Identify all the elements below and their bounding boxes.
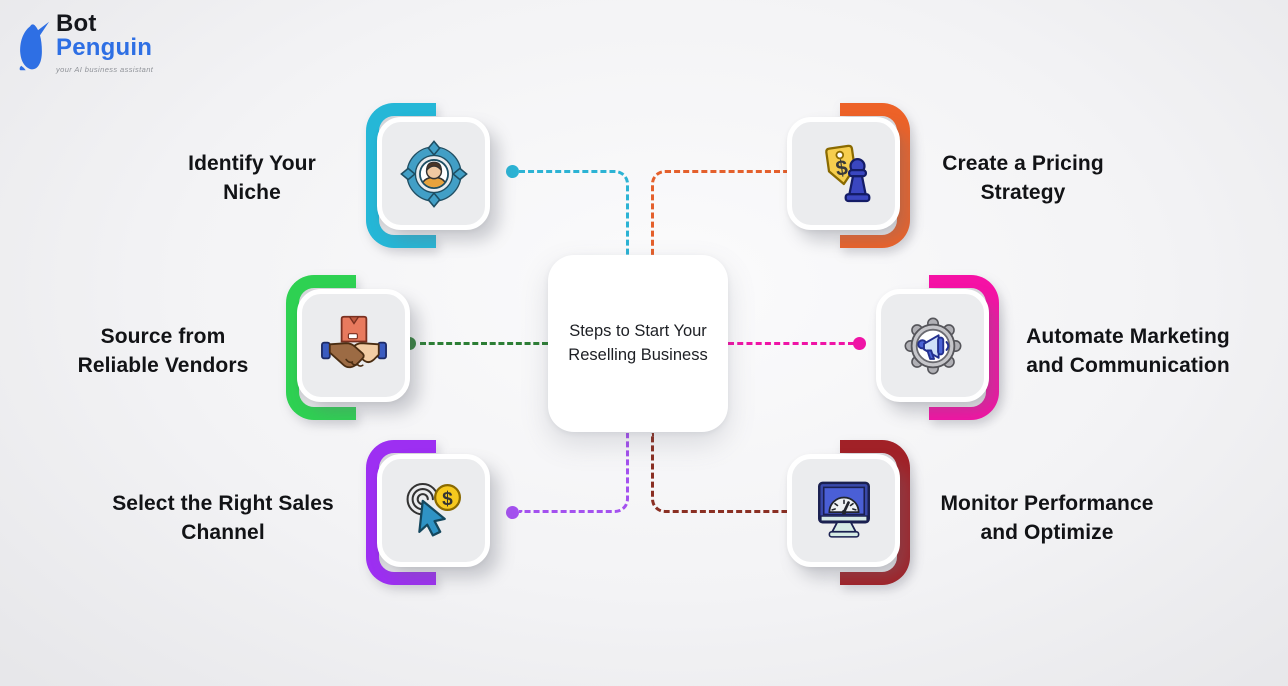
accent-bracket (366, 440, 436, 585)
center-title-line2: Reselling Business (568, 345, 708, 364)
logo-text-bot: Bot (56, 10, 97, 37)
svg-text:$: $ (442, 488, 453, 509)
connector-dot-middle-right (853, 337, 866, 350)
connector-bottom-left (519, 433, 629, 513)
connector-middle-left (420, 342, 548, 345)
step-label-sales-channel: Select the Right Sales Channel (112, 492, 334, 544)
step-label-source-vendors: Source from Reliable Vendors (77, 325, 249, 377)
logo-text-penguin: Penguin (56, 34, 153, 62)
step-label-automate-marketing: Automate Marketing and Communication (1026, 325, 1230, 377)
handshake-package-icon (320, 315, 387, 368)
botpenguin-logo: Bot Penguin your AI business assistant (14, 10, 154, 74)
connector-top-right (651, 170, 789, 255)
icon-card: $ (377, 454, 490, 567)
accent-bracket (366, 103, 436, 248)
penguin-icon (19, 21, 50, 71)
icon-card (787, 454, 900, 567)
center-title-card: Steps to Start Your Reselling Business (548, 255, 728, 432)
connector-top-left (519, 170, 629, 255)
price-tag-pawn-icon: $ (824, 144, 870, 202)
cursor-dollar-icon: $ (406, 482, 461, 537)
step-label-identify-niche: Identify Your Niche (188, 152, 316, 204)
connector-dot-top-left (506, 165, 519, 178)
connector-middle-right (728, 342, 854, 345)
accent-bracket (929, 275, 999, 420)
step-label-pricing-strategy: Create a Pricing Strategy (942, 152, 1104, 204)
monitor-gauge-icon (817, 481, 870, 538)
icon-card (876, 289, 989, 402)
center-title-line1: Steps to Start Your (569, 321, 707, 340)
icon-card (297, 289, 410, 402)
svg-text:$: $ (834, 155, 849, 180)
gear-megaphone-icon (904, 317, 961, 374)
accent-bracket (840, 103, 910, 248)
accent-bracket (286, 275, 356, 420)
icon-card: $ (787, 117, 900, 230)
icon-card (377, 117, 490, 230)
connector-bottom-right (651, 433, 789, 513)
target-audience-icon (399, 139, 468, 208)
logo-tagline: your AI business assistant (56, 64, 154, 74)
step-label-monitor-performance: Monitor Performance and Optimize (940, 492, 1154, 544)
connector-dot-bottom-left (506, 506, 519, 519)
accent-bracket (840, 440, 910, 585)
